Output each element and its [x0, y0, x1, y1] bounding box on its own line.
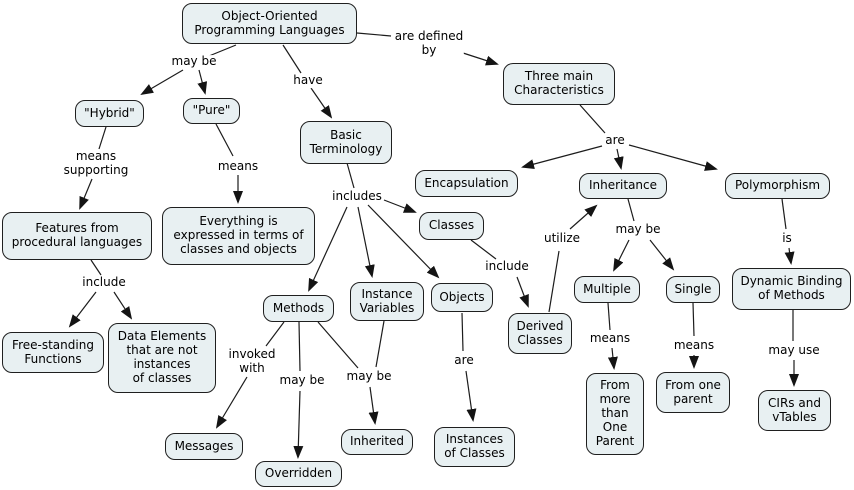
- node-objects[interactable]: Objects: [431, 283, 493, 312]
- node-instance-variables[interactable]: Instance Variables: [350, 282, 424, 321]
- edge-single-means: [692, 302, 695, 337]
- node-dynamic-binding-of-methods[interactable]: Dynamic Binding of Methods: [732, 268, 851, 310]
- edge-aredefinedby-three: [462, 52, 499, 66]
- edge-means-frommore: [607, 347, 618, 370]
- edge-methods-maybe3: [317, 321, 359, 369]
- edge-includes-methods: [308, 206, 348, 292]
- edge-hybrid-means: [98, 126, 107, 150]
- node-inheritance[interactable]: Inheritance: [579, 173, 667, 199]
- edge-maybe-pure: [197, 69, 208, 95]
- node-everything-expressed[interactable]: Everything is expressed in terms of clas…: [162, 207, 315, 265]
- link-label-may-be-inherited[interactable]: may be: [345, 369, 393, 384]
- link-label-include-classes[interactable]: include: [484, 259, 530, 274]
- link-label-may-use[interactable]: may use: [767, 343, 821, 358]
- edges-group: [68, 32, 799, 459]
- node-encapsulation[interactable]: Encapsulation: [415, 170, 518, 197]
- edge-objects-are: [461, 312, 464, 352]
- link-label-means-single[interactable]: means: [672, 338, 716, 353]
- edge-multiple-means: [607, 302, 611, 331]
- node-cirs-and-vtables[interactable]: CIRs and vTables: [758, 390, 831, 431]
- edge-classes-include2: [470, 239, 497, 260]
- edge-features-include: [90, 259, 102, 276]
- edge-are-polymorphism: [628, 144, 718, 171]
- edge-inheritance-maybe4: [627, 198, 635, 222]
- edge-is-dynamicbinding: [784, 247, 795, 265]
- edge-pure-means: [215, 123, 234, 157]
- edge-methods-invokedwith: [265, 321, 285, 347]
- node-single[interactable]: Single: [666, 276, 720, 303]
- edge-three-are: [579, 104, 606, 134]
- edge-are-inheritance: [613, 148, 624, 170]
- edge-includes-classes: [383, 199, 417, 213]
- node-polymorphism[interactable]: Polymorphism: [725, 173, 830, 199]
- link-label-may-be-inheritance[interactable]: may be: [614, 222, 662, 237]
- edge-include-dataelements: [113, 291, 133, 320]
- node-pure[interactable]: "Pure": [183, 98, 240, 124]
- node-instances-of-classes[interactable]: Instances of Classes: [434, 427, 515, 467]
- edge-includes-objects: [367, 204, 440, 279]
- edge-maybe3-inherited: [368, 386, 379, 425]
- edge-maybe4-multiple: [613, 239, 630, 272]
- edge-includes-instancevars: [357, 206, 375, 278]
- link-label-may-be-overridden[interactable]: may be: [278, 373, 326, 388]
- link-label-are-three[interactable]: are: [604, 133, 626, 148]
- node-object-oriented-programming-languages[interactable]: Object-Oriented Programming Languages: [182, 3, 357, 44]
- link-label-invoked-with[interactable]: invoked with: [227, 347, 277, 376]
- node-inherited[interactable]: Inherited: [341, 429, 413, 455]
- node-data-elements[interactable]: Data Elements that are not instances of …: [108, 323, 216, 393]
- edge-basic-includes: [346, 162, 355, 189]
- node-free-standing-functions[interactable]: Free-standing Functions: [2, 332, 104, 373]
- link-label-utilize[interactable]: utilize: [543, 231, 581, 246]
- edge-instancevars-maybe3: [375, 320, 385, 368]
- link-label-have[interactable]: have: [292, 73, 324, 88]
- node-basic-terminology[interactable]: Basic Terminology: [300, 121, 392, 164]
- link-label-means-pure[interactable]: means: [216, 159, 260, 174]
- edge-oopl-have: [282, 44, 302, 74]
- edge-maybe4-single: [649, 239, 675, 271]
- link-label-includes[interactable]: includes: [331, 189, 383, 204]
- edge-are-encapsulation: [521, 145, 603, 170]
- edge-utilize-inheritance: [569, 204, 598, 230]
- edge-maybe2-overridden: [293, 390, 304, 459]
- link-label-means-supporting[interactable]: means supporting: [62, 149, 130, 178]
- link-label-are-objects[interactable]: are: [453, 353, 475, 368]
- edge-oopl-maybe: [208, 44, 237, 57]
- edge-include-freestanding: [68, 291, 97, 328]
- edge-polymorphism-is: [781, 198, 787, 230]
- edge-derived-utilize: [548, 250, 560, 313]
- node-three-main-characteristics[interactable]: Three main Characteristics: [503, 63, 615, 105]
- node-from-more-than-one-parent[interactable]: From more than One Parent: [586, 373, 644, 455]
- edge-include2-derived: [516, 276, 529, 308]
- edge-are-instances: [465, 370, 477, 422]
- node-overridden[interactable]: Overridden: [255, 461, 342, 487]
- node-hybrid[interactable]: "Hybrid": [75, 100, 144, 127]
- node-methods[interactable]: Methods: [263, 295, 334, 322]
- node-multiple[interactable]: Multiple: [574, 276, 640, 303]
- edge-methods-maybe2: [298, 321, 301, 372]
- edge-have-basic: [310, 87, 333, 119]
- link-label-include-features[interactable]: include: [81, 275, 127, 290]
- edge-means-features: [79, 178, 93, 210]
- edge-maybe-hybrid: [140, 69, 184, 96]
- link-label-is[interactable]: is: [781, 231, 793, 246]
- edge-invokedwith-messages: [215, 376, 248, 429]
- link-label-means-multiple[interactable]: means: [588, 331, 632, 346]
- link-label-are-defined-by[interactable]: are defined by: [393, 29, 465, 58]
- edge-oopl-aredefinedby: [356, 32, 392, 37]
- link-label-may-be-1[interactable]: may be: [170, 54, 218, 69]
- node-classes[interactable]: Classes: [419, 212, 484, 240]
- node-features-from-procedural-languages[interactable]: Features from procedural languages: [2, 212, 152, 260]
- node-messages[interactable]: Messages: [165, 433, 243, 460]
- node-derived-classes[interactable]: Derived Classes: [508, 313, 572, 354]
- node-from-one-parent[interactable]: From one parent: [656, 372, 730, 413]
